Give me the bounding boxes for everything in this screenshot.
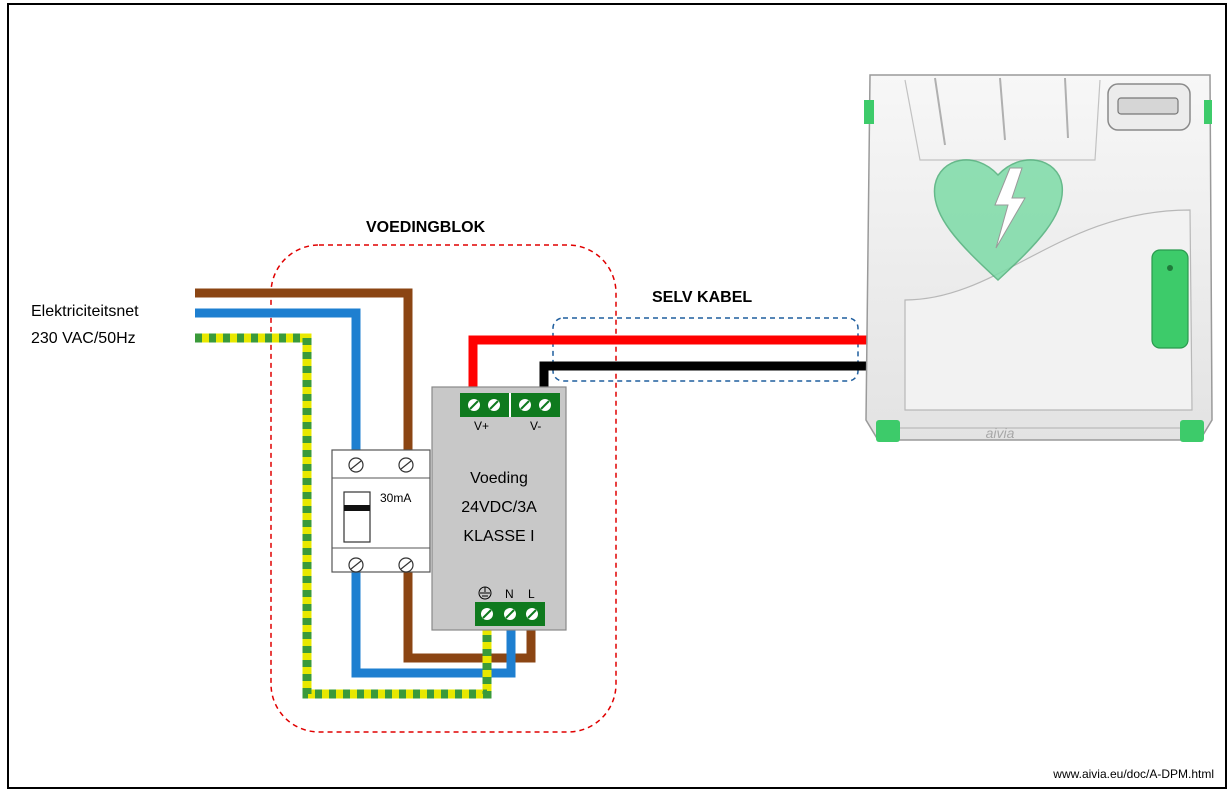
v-minus-label: V- [530, 419, 541, 433]
psu-line2: 24VDC/3A [461, 499, 537, 516]
aed-cabinet: aivia [864, 74, 1213, 442]
black-wire [539, 361, 870, 395]
psu-line3: KLASSE I [463, 528, 534, 545]
blue-wire-lower [351, 572, 516, 678]
screw-icon [526, 608, 538, 620]
rcd-lever [343, 491, 371, 543]
page-frame [7, 3, 1227, 789]
source-line1: Elektriciteitsnet [31, 303, 139, 320]
cabinet-brand: aivia [986, 425, 1015, 441]
screw-icon [398, 557, 414, 573]
screw-icon [539, 399, 551, 411]
selv-cable-boundary [552, 317, 859, 382]
screw-icon [348, 457, 364, 473]
foot-right [1180, 420, 1204, 442]
power-supply: V+ V- Voeding 24VDC/3A KLASSE I N L [431, 386, 567, 631]
psu-line1: Voeding [470, 470, 528, 487]
screw-icon [488, 399, 500, 411]
red-wire [468, 335, 870, 395]
rcd-breaker: 30mA [331, 449, 431, 573]
screw-icon [398, 457, 414, 473]
blue-wire [195, 308, 361, 450]
green-clip-left [864, 100, 874, 124]
screw-icon [504, 608, 516, 620]
screw-icon [519, 399, 531, 411]
lightning-bolt-icon [994, 167, 1026, 249]
selv-cable-title: SELV KABEL [652, 289, 752, 306]
rcd-rating: 30mA [380, 491, 411, 505]
screw-icon [481, 608, 493, 620]
earth-wire [195, 333, 492, 699]
brown-wire-lower [403, 572, 536, 663]
power-block-title: VOEDINGBLOK [366, 219, 486, 236]
screw-icon [468, 399, 480, 411]
v-plus-label: V+ [474, 419, 489, 433]
foot-left [876, 420, 900, 442]
screw-icon [348, 557, 364, 573]
brown-wire [195, 288, 413, 450]
ground-icon [478, 586, 492, 600]
heart-icon [933, 159, 1064, 282]
l-label: L [528, 587, 535, 601]
n-label: N [505, 587, 514, 601]
status-indicator [1151, 249, 1189, 349]
footer-url: www.aivia.eu/doc/A-DPM.html [1052, 767, 1214, 781]
source-line2: 230 VAC/50Hz [31, 330, 136, 347]
green-clip-right [1204, 100, 1212, 124]
